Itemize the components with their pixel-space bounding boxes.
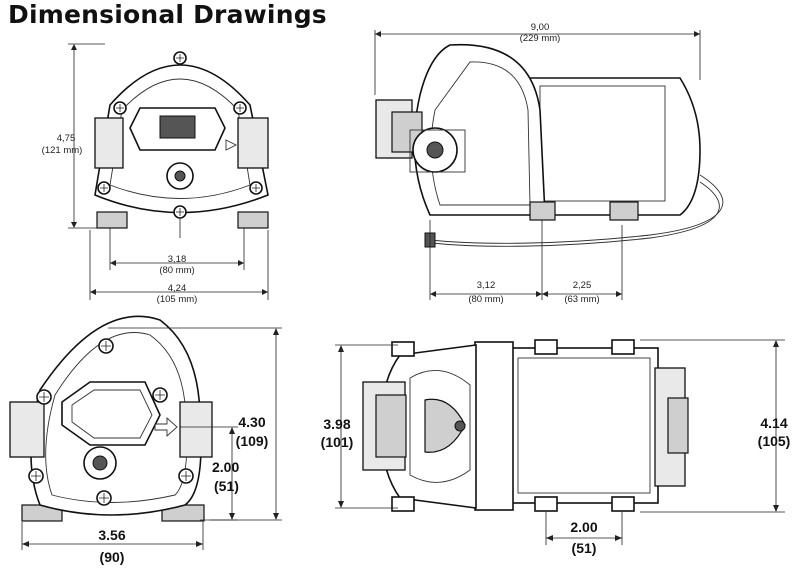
top-view-dimensions: 3.98 (101) 4.14 (105) 2.00 (51)	[321, 339, 791, 556]
dim-front-width-mm: (105 mm)	[157, 294, 198, 305]
bottom-front-dimensions: 4.30 (109) 2.00 (51) 3.56 (90)	[21, 327, 282, 565]
dim-b-height-value: 4.30	[238, 414, 265, 430]
pump-front-view-bottom	[9, 315, 213, 522]
dim-side-b-mm: (63 mm)	[564, 294, 599, 305]
dim-b-height-mm: (109)	[236, 433, 269, 449]
dim-side-a-mm: (80 mm)	[468, 294, 503, 305]
dim-c-height-right-value: 4.14	[760, 415, 787, 431]
dim-front-height-mm: (121 mm)	[42, 145, 83, 156]
pump-side-view-top	[375, 43, 724, 248]
dim-b-width-value: 3.56	[98, 527, 125, 543]
dim-side-b-value: 2,25	[573, 280, 592, 291]
dim-front-mount-value: 3,18	[168, 254, 187, 265]
dim-side-a-value: 3,12	[477, 280, 496, 291]
dim-c-height-right-mm: (105)	[758, 433, 791, 449]
page-title: Dimensional Drawings	[8, 0, 327, 29]
pump-front-view-top	[94, 51, 269, 238]
pump-top-view-bottom	[362, 339, 689, 512]
dim-front-mount-mm: (80 mm)	[159, 265, 194, 276]
dim-b-inlet-mm: (51)	[214, 478, 239, 494]
dim-c-mount-mm: (51)	[572, 540, 597, 556]
dim-c-mount-value: 2.00	[570, 519, 597, 535]
side-view-dimensions: 9,00 (229 mm) 3,12 (80 mm) 2,25 (63 mm)	[374, 22, 701, 305]
dim-top-width-value: 9,00	[531, 22, 550, 33]
dim-c-height-left-mm: (101)	[321, 434, 354, 450]
front-view-dimensions: 4,75 (121 mm) 3,18 (80 mm) 4,24 (105 mm)	[42, 43, 269, 305]
dim-b-inlet-value: 2.00	[212, 459, 239, 475]
dim-top-width-mm: (229 mm)	[520, 33, 561, 44]
dim-front-height-value: 4,75	[57, 133, 76, 144]
dim-front-width-value: 4,24	[168, 283, 187, 294]
dim-b-width-mm: (90)	[100, 549, 125, 565]
dim-c-height-left-value: 3.98	[323, 416, 350, 432]
